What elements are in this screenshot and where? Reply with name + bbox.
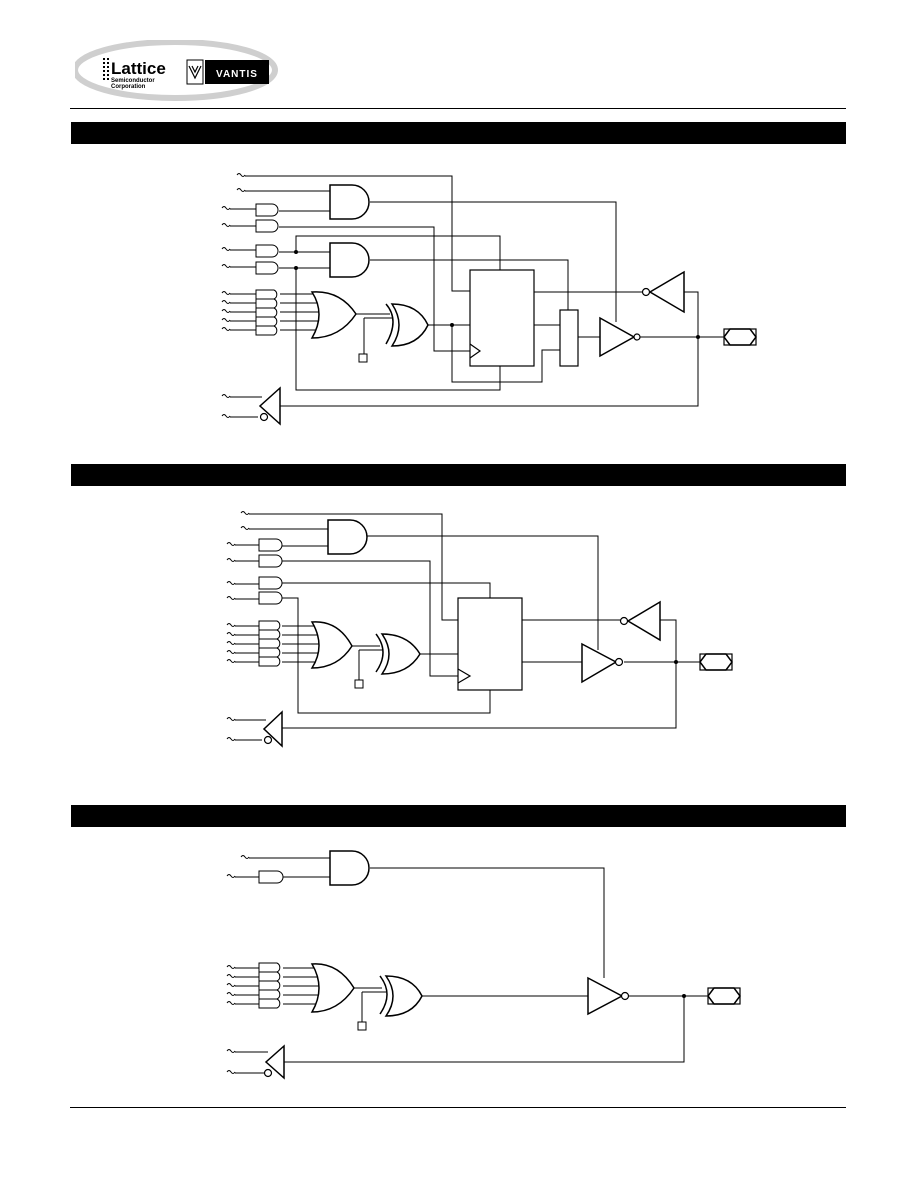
diagram-combinatorial: [226, 850, 741, 1080]
register-flip-flop: [457, 597, 523, 691]
section-bar-combinatorial: [71, 805, 846, 827]
xor-gate: [390, 303, 429, 347]
output-buffer: [587, 976, 624, 1016]
feedback-buffer: [648, 270, 685, 314]
output-mux: [559, 309, 579, 367]
pin-feedback-buffer: [258, 386, 281, 426]
and-gate-output-enable: [329, 184, 370, 220]
polarity-fuse-icon: [354, 679, 364, 689]
logo-sub-2: Corporation: [111, 84, 146, 90]
logo-primary: Lattice: [111, 59, 166, 78]
product-term-buffers: [255, 203, 279, 336]
feedback-buffer: [626, 600, 661, 642]
pin-feedback-buffer: [264, 1044, 285, 1080]
and-gate-reset: [329, 242, 370, 278]
or-gate: [310, 963, 355, 1013]
xor-gate: [380, 633, 421, 675]
input-terminals: [226, 511, 250, 741]
header-rule: [70, 108, 846, 109]
and-gate-output-enable: [327, 519, 368, 555]
io-pin-icon: [723, 328, 757, 346]
output-buffer: [581, 642, 618, 684]
io-pin-icon: [699, 653, 733, 671]
product-term-buffers: [258, 538, 283, 667]
register-flip-flop: [469, 269, 535, 367]
pin-feedback-buffer: [262, 710, 283, 748]
lattice-logo-icon: Lattice Semiconductor Corporation VANTIS: [72, 39, 278, 101]
section-bar-registered-with-feedback: [71, 122, 846, 144]
io-pin-icon: [707, 987, 741, 1005]
logo-secondary: VANTIS: [216, 69, 258, 80]
header-logo: Lattice Semiconductor Corporation VANTIS: [72, 39, 285, 102]
polarity-fuse-icon: [357, 1021, 367, 1031]
footer-rule: [70, 1107, 846, 1108]
diagram-registered: [226, 511, 733, 748]
output-buffer: [599, 316, 636, 358]
input-terminals: [221, 173, 246, 418]
and-gate-output-enable: [329, 850, 370, 886]
logo-sub-1: Semiconductor: [111, 78, 155, 84]
section-bar-registered: [71, 464, 846, 486]
product-term-buffers: [258, 870, 284, 1009]
xor-gate: [384, 975, 423, 1017]
or-gate: [310, 621, 353, 669]
diagram-registered-with-feedback: [221, 173, 757, 426]
or-gate: [310, 291, 357, 339]
input-terminals: [226, 855, 250, 1074]
polarity-fuse-icon: [358, 353, 368, 363]
wire-junctions: [294, 250, 700, 339]
